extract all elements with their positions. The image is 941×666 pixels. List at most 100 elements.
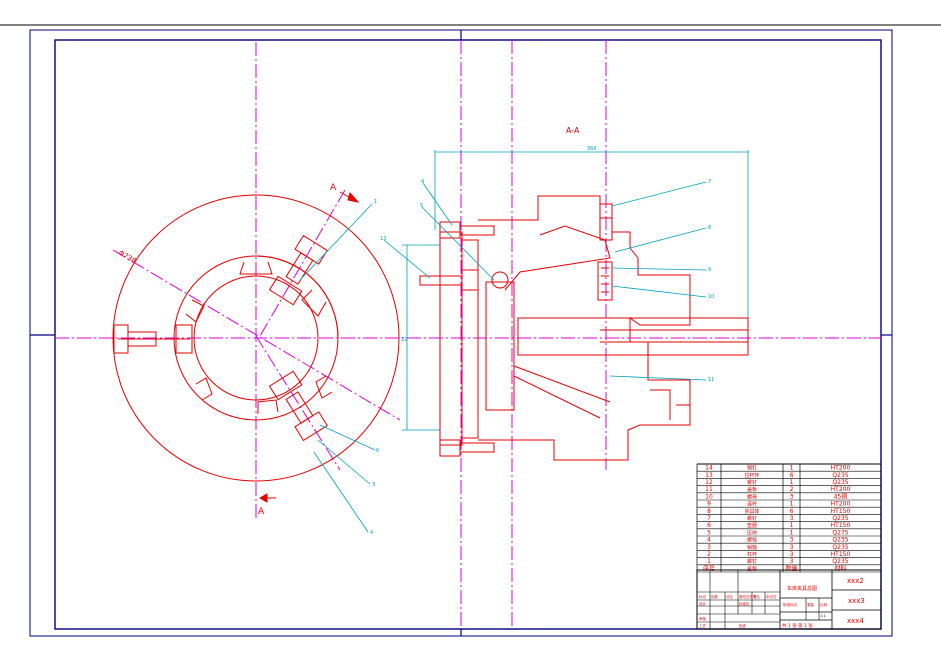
count-label: 处数 [711, 594, 719, 599]
parts-list-row-no: 5 [707, 529, 711, 536]
parts-list-row-name: 螺钉 [747, 515, 757, 522]
section-arrows [258, 191, 360, 503]
clamp-bottom-bolt [285, 391, 314, 424]
sheet-label: 共 1 张 第 1 张 [782, 622, 813, 629]
parts-list-row-qty: 3 [790, 493, 794, 500]
face-plate [439, 231, 463, 446]
section-body [419, 195, 749, 461]
bolt-mid-nut [461, 269, 479, 291]
parts-list-row-name: 螺栓 [747, 537, 757, 544]
approve-label: 批准 [739, 623, 747, 628]
bolt-mid-shank [419, 275, 463, 286]
parts-list-row-name: 销轴 [747, 544, 757, 551]
notch-2 [301, 289, 327, 317]
parts-list-row-material: Q235 [832, 558, 848, 565]
parts-list-row-qty: 6 [790, 472, 794, 479]
diagonal-centerline [112, 249, 401, 421]
parts-list-row-no: 4 [707, 537, 711, 544]
leader-section-9: 9 [708, 267, 711, 273]
parts-list-row-name: 拉杆环 [744, 472, 759, 479]
parts-list-row-no: 8 [707, 508, 711, 515]
leader-section-5: 5 [420, 203, 423, 209]
centerlines [55, 40, 881, 629]
parts-list-row-material: HT150 [831, 508, 851, 515]
parts-list-row-qty: 2 [790, 486, 794, 493]
parts-list-header-name: 名称 [747, 565, 757, 572]
radial-centerline [255, 335, 341, 471]
inner-arc [255, 255, 339, 339]
drawing-title: 车床夹具总图 [787, 585, 817, 592]
parts-list-row-material: Q235 [832, 479, 848, 486]
weight-label: 重量 [807, 602, 815, 607]
date-label: 年月日 [766, 594, 777, 599]
bottom-detail [650, 389, 691, 425]
parts-list-row-name: 盖板 [747, 486, 757, 493]
parts-list-row-material: Q275 [832, 529, 848, 536]
leader-section-7: 7 [708, 179, 711, 185]
code-2: xxx3 [848, 597, 865, 605]
parts-list-row-name: 杠杆 [747, 551, 757, 558]
section-mark-top: A [330, 183, 337, 193]
clamp-top-pad [268, 275, 303, 306]
parts-list-row-name: 垫圈 [747, 522, 757, 529]
parts-list-row-qty: 3 [790, 537, 794, 544]
leader-section-4: 4 [421, 179, 424, 185]
notch-5 [195, 377, 213, 401]
parts-list-row-qty: 6 [790, 508, 794, 515]
scale-label: 比例 [820, 602, 828, 607]
parts-list-row-material: HT200 [831, 486, 851, 493]
left-view [112, 194, 400, 482]
code-1: xxx2 [847, 577, 864, 585]
leader-left-4: 4 [370, 530, 373, 536]
section-mark-bottom: A [258, 507, 265, 517]
parts-list-row-no: 12 [705, 479, 713, 486]
parts-list-row-qty: 1 [790, 529, 794, 536]
parts-list-row-qty: 3 [790, 558, 794, 565]
scale-value: 1:1 [820, 614, 826, 618]
leader-left-3: 3 [372, 482, 375, 488]
inner-frame [54, 39, 882, 630]
code-3: xxx4 [847, 617, 864, 625]
leader-section-8: 8 [708, 225, 711, 231]
parts-list-row-material: Q235 [832, 544, 848, 551]
notch-3 [315, 375, 333, 399]
parts-list-row-material: HT150 [831, 522, 851, 529]
title-block [696, 569, 882, 630]
height-dimension-value: 22 [401, 337, 407, 343]
parts-list-row-qty: 1 [790, 465, 794, 472]
parts-list-row-material: Q235 [832, 472, 848, 479]
parts-list-header-qty: 数量 [785, 564, 797, 572]
parts-list-row-name: 螺钉 [747, 558, 757, 565]
parts-list-row-no: 3 [707, 544, 711, 551]
screw-right [599, 203, 613, 241]
parts-list-row-no: 7 [707, 515, 711, 522]
parts-list-row-no: 2 [707, 551, 711, 558]
rib-lines [513, 365, 611, 419]
zone-label: 分区 [726, 594, 734, 599]
parts-list-row-name: 螺钉 [747, 479, 757, 486]
parts-list-row-no: 6 [707, 522, 711, 529]
parts-list-row-no: 1 [707, 558, 711, 565]
notch-4 [257, 399, 279, 414]
parts-list-row-name: 销钉 [747, 465, 757, 472]
leader-section-10: 10 [708, 294, 714, 300]
parts-list-row-no: 11 [705, 486, 713, 493]
section-title: A-A [566, 126, 580, 135]
parts-list-row-name: 夹具体 [744, 508, 759, 515]
bolt-bottom-head [439, 439, 461, 457]
notch-1 [239, 261, 273, 275]
width-dimension [402, 150, 749, 431]
face-plate-inner [462, 239, 479, 439]
clamp-bottom-pad [268, 370, 303, 401]
leader-section-13: 13 [380, 236, 386, 242]
section-leaders [383, 181, 707, 381]
parts-list-row-qty: 1 [790, 479, 794, 486]
spring-right [597, 261, 613, 301]
parts-list-row-material: Q235 [832, 537, 848, 544]
parts-list-row-material: HT150 [831, 551, 851, 558]
parts-list-header-no: 序号 [703, 564, 715, 572]
parts-list-row-qty: 3 [790, 515, 794, 522]
standard-label: 标准化 [739, 601, 750, 606]
outer-circle [112, 194, 400, 482]
hub [517, 317, 749, 356]
